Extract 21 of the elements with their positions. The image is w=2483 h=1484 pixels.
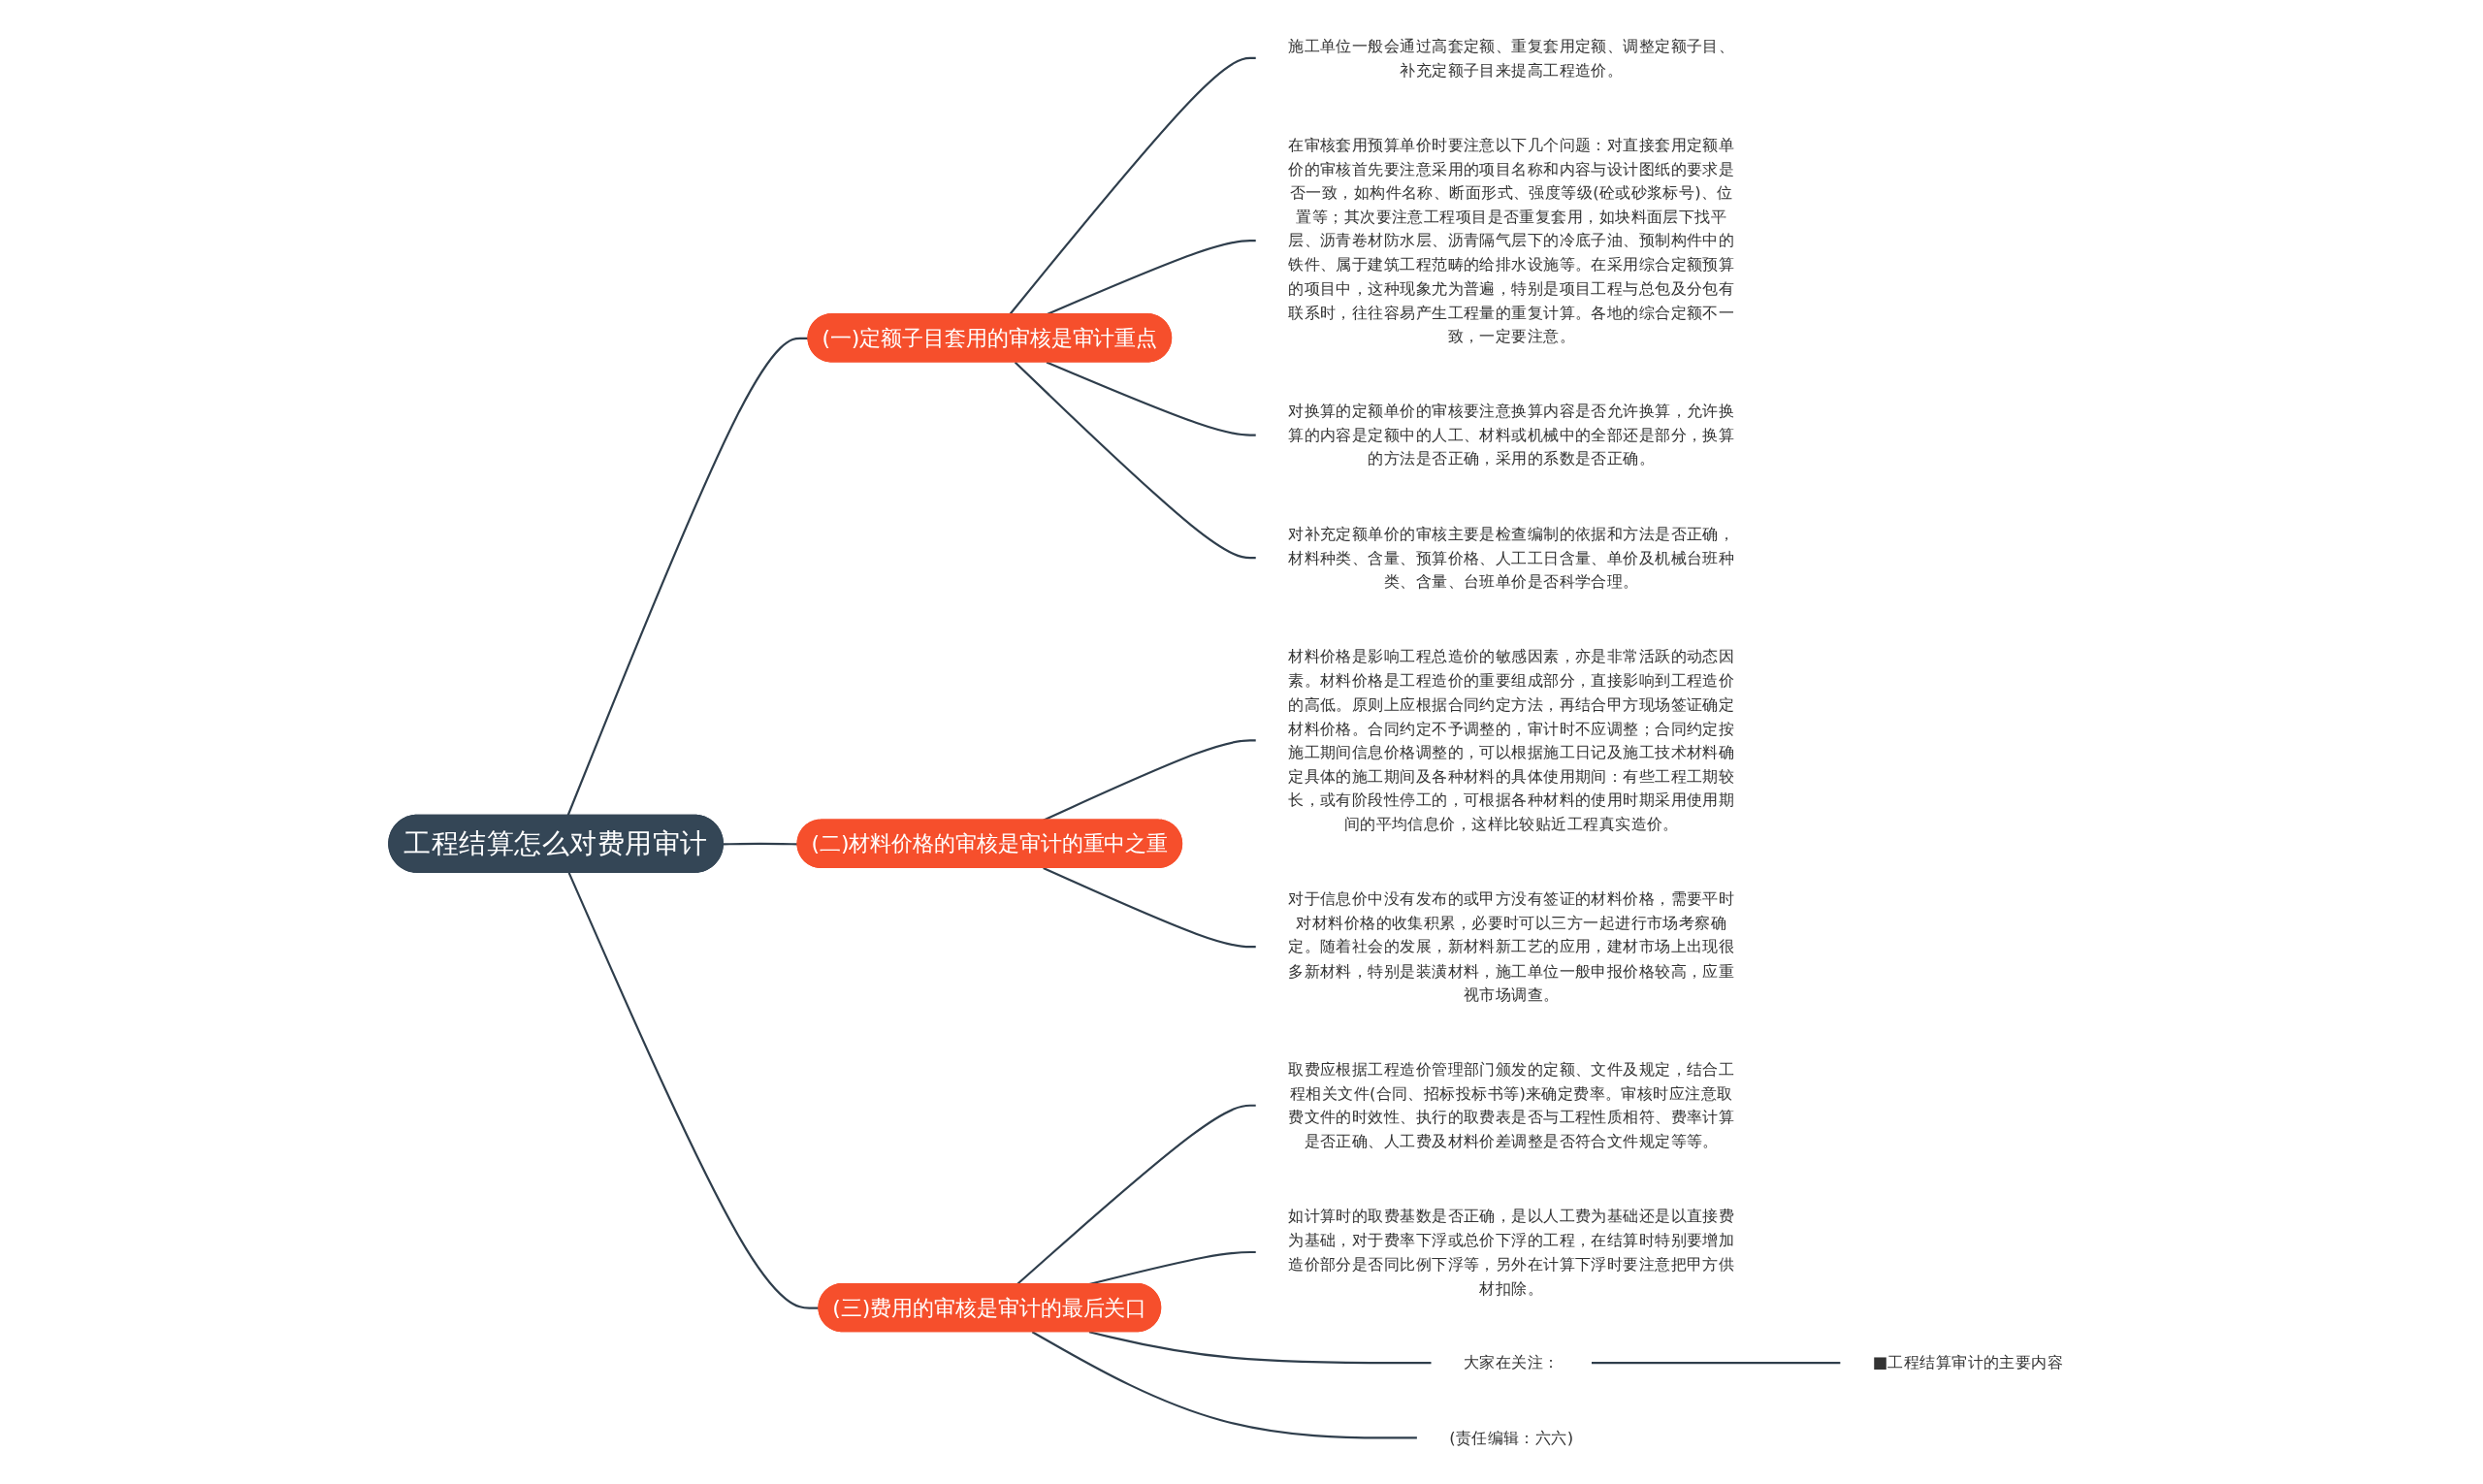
node-text: 如计算时的取费基数是否正确，是以人工费为基础还是以直接费为基础，对于费率下浮或总价下浮的工程，在结算时特别要增加造价部分是否同比例下浮等，另外在计算下浮时要注意把甲方供材扣除。 — [1287, 1206, 1734, 1298]
node-text: 大家在关注： — [1463, 1353, 1560, 1372]
connector — [1591, 1362, 1841, 1365]
node-text: 取费应根据工程造价管理部门颁发的定额、文件及规定，结合工程相关文件(合同、招标投标书等)来确定费率。审核时应注意取费文件的时效性、执行的取费表是否与工程性质相符、费率计算是否正确、人工费及材料价差调整是否符合文件规定等等。 — [1287, 1059, 1734, 1151]
node-text: 在审核套用预算单价时要注意以下几个问题：对直接套用定额单价的审核首先要注意采用的项目名称和内容与设计图纸的要求是否一致，如构件名称、断面形式、强度等级(砼或砂浆标号)、位置等；其次要注意工程项目是否重复套用，如块料面层下找平层、沥青卷材防水层、沥青隔气层下的冷底子油、预制构件中的铁件、属于建筑工程范畴的给排水设施等。在采用综合定额预算的项目中，这种现象尤为普遍，特别是项目工程与总包及分包有联系时，往往容易产生工程量的重复计算。各地的综合定额不一致，一定要注意。 — [1287, 135, 1734, 346]
connector — [1008, 56, 1256, 315]
connector — [1014, 361, 1256, 560]
node-text: 施工单位一般会通过高套定额、重复套用定额、调整定额子目、补充定额子目来提高工程造价。 — [1287, 36, 1734, 80]
connector — [1042, 867, 1256, 949]
node-text: ■工程结算审计的主要内容 — [1872, 1353, 2063, 1372]
node-text: 对补充定额单价的审核主要是检查编制的依据和方法是否正确，材料种类、含量、预算价格、人工工日含量、单价及机械台班种类、含量、台班单价是否科学合理。 — [1287, 524, 1734, 592]
node-text: 对于信息价中没有发布的或甲方没有签证的材料价格，需要平时对材料价格的收集积累，必要时可以三方一起进行市场考察确定。随着社会的发展，新材料新工艺的应用，建材市场上出现很多新材料，特别是装潢材料，施工单位一般申报价格较高，应重视市场调查。 — [1287, 888, 1734, 1005]
connector — [723, 842, 798, 846]
connector — [1046, 361, 1256, 436]
connector — [566, 337, 809, 817]
node-text: (责任编辑：六六) — [1448, 1428, 1573, 1448]
node-text: 材料价格是影响工程总造价的敏感因素，亦是非常活跃的动态因素。材料价格是工程造价的重要组成部分，直接影响到工程造价的高低。原则上应根据合同约定方法，再结合甲方现场签证确定材料价格。合同约定不予调整的，审计时不应调整；合同约定按施工期间信息价格调整的，可以根据施工日记及施工技术材料确定具体的施工期间及各种材料的具体使用期间：有些工程工期较长，或有阶段性停工的，可根据各种材料的使用时期采用使用期间的平均信息价，这样比较贴近工程真实造价。 — [1287, 646, 1734, 834]
node-text: 对换算的定额单价的审核要注意换算内容是否允许换算，允许换算的内容是定额中的人工、材料或机械中的全部还是部分，换算的方法是否正确，采用的系数是否正确。 — [1287, 401, 1734, 468]
connector — [1088, 1331, 1432, 1365]
connector — [1016, 1104, 1256, 1285]
connector — [1031, 1331, 1417, 1439]
